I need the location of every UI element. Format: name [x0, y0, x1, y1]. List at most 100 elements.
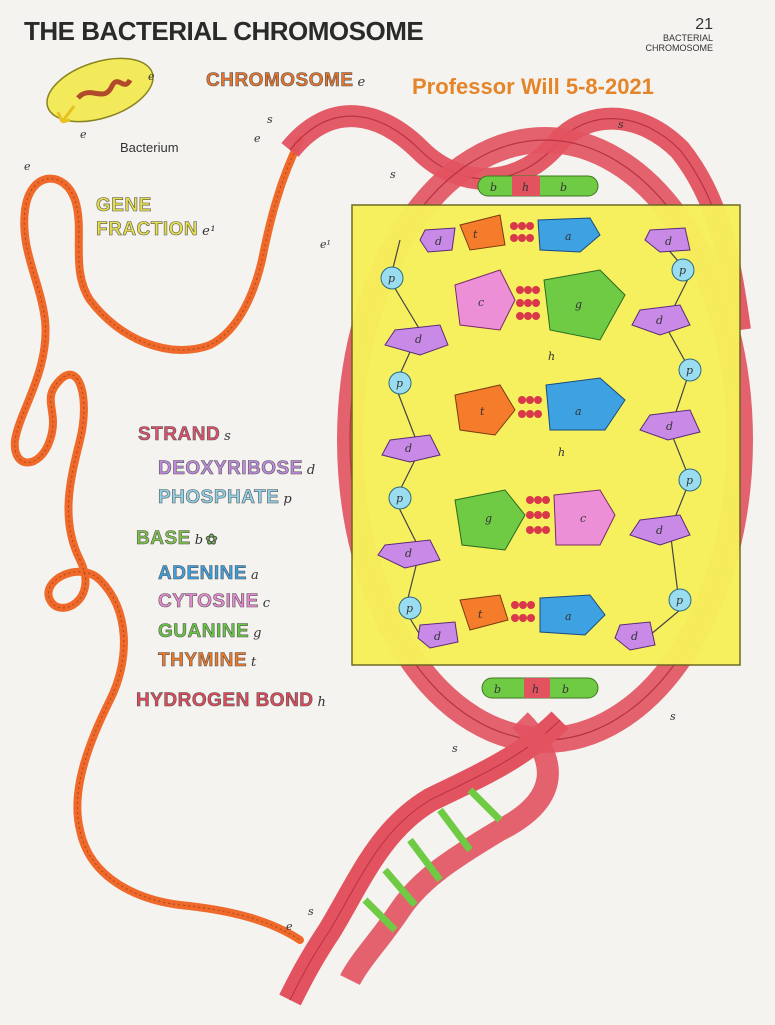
marker-s-lower-right: s	[670, 710, 676, 723]
svg-text:c: c	[580, 512, 586, 525]
label-fraction-line2: FRACTION	[96, 219, 199, 241]
svg-text:d: d	[434, 630, 441, 643]
page-number: 21	[695, 16, 713, 33]
label-guanine-sub: g	[253, 626, 262, 641]
label-guanine-text: GUANINE	[158, 621, 250, 643]
svg-text:d: d	[415, 333, 422, 346]
svg-text:a: a	[565, 610, 572, 623]
svg-text:t: t	[478, 608, 483, 621]
label-phosphate-sub: p	[283, 492, 293, 507]
label-cytosine-sub: c	[262, 596, 271, 611]
strand-lower-2	[340, 712, 559, 986]
marker-s-top: s	[267, 113, 273, 126]
base-pair-bottom: b h b	[481, 677, 599, 699]
svg-text:p: p	[679, 264, 686, 277]
page-title: THE BACTERIAL CHROMOSOME	[24, 16, 424, 46]
label-adenine-text: ADENINE	[158, 563, 248, 585]
label-strand-text: STRAND	[138, 424, 221, 446]
section-label-1: BACTERIAL	[662, 33, 713, 43]
svg-text:p: p	[686, 474, 693, 487]
marker-e-top: e	[254, 132, 261, 145]
label-thymine-text: THYMINE	[158, 650, 247, 672]
svg-text:t: t	[473, 228, 478, 241]
label-thymine-sub: t	[251, 655, 257, 670]
svg-text:b: b	[562, 683, 569, 696]
label-cytosine-text: CYTOSINE	[158, 591, 259, 613]
label-base-text: BASE	[136, 528, 191, 550]
marker-h-1: h	[548, 350, 556, 363]
bacterium-illustration	[46, 57, 154, 124]
phosphates-right: p p p p	[668, 258, 702, 612]
label-chromosome-sub: e	[357, 75, 366, 90]
svg-text:c: c	[478, 296, 484, 309]
svg-text:h: h	[532, 683, 539, 696]
svg-text:p: p	[396, 377, 403, 390]
svg-text:b: b	[494, 683, 501, 696]
svg-text:t: t	[480, 405, 485, 418]
marker-h-2: h	[558, 446, 566, 459]
svg-text:g: g	[485, 512, 492, 525]
svg-text:d: d	[405, 547, 412, 560]
label-hydrogen-bond-text: HYDROGEN BOND	[136, 690, 314, 712]
handwritten-annotation: Professor Will 5-8-2021	[412, 74, 654, 99]
svg-text:b: b	[560, 181, 567, 194]
label-b-top: b	[490, 181, 497, 194]
label-adenine-sub: a	[251, 568, 260, 583]
svg-text:d: d	[435, 235, 442, 248]
pair-cytosine-guanine-1: c g	[454, 269, 626, 341]
label-gene-line1: GENE	[96, 195, 152, 217]
marker-e-bacterium: e	[148, 70, 155, 83]
svg-text:d: d	[665, 235, 672, 248]
svg-text:p: p	[676, 594, 683, 607]
svg-text:h: h	[522, 181, 529, 194]
marker-e-arrow: e	[80, 128, 87, 141]
label-chromosome-text: CHROMOSOME	[206, 70, 354, 92]
svg-text:g: g	[575, 298, 582, 311]
pair-thymine-adenine-3: t a	[459, 594, 606, 636]
svg-text:p: p	[396, 492, 403, 505]
label-deoxyribose-text: DEOXYRIBOSE	[158, 458, 303, 480]
label-deoxyribose-sub: d	[306, 463, 316, 478]
svg-text:a: a	[575, 405, 582, 418]
marker-e1: e¹	[320, 238, 331, 251]
marker-s-lower: s	[452, 742, 458, 755]
label-phosphate-text: PHOSPHATE	[158, 487, 280, 509]
svg-text:p: p	[388, 272, 395, 285]
label-base-sub: b	[194, 533, 204, 548]
marker-s-bottom: s	[308, 905, 314, 918]
deoxyribose-sugars	[377, 227, 701, 651]
pair-thymine-adenine-2: t a	[454, 377, 626, 436]
svg-text:p: p	[686, 364, 693, 377]
label-gene-sub: e¹	[202, 224, 217, 239]
marker-e-bottom: e	[286, 920, 293, 933]
section-label-2: CHROMOSOME	[645, 43, 714, 53]
label-hydrogen-bond-sub: h	[317, 695, 327, 710]
pair-guanine-cytosine: g c	[454, 489, 616, 551]
base-pair-top: b h b	[477, 175, 599, 197]
svg-text:d: d	[405, 442, 412, 455]
marker-s-mid: s	[390, 168, 396, 181]
svg-text:d: d	[656, 314, 663, 327]
label-strand-sub: s	[224, 429, 232, 444]
svg-text:a: a	[565, 230, 572, 243]
phosphates-left: p p p p	[380, 266, 422, 620]
svg-text:d: d	[666, 420, 673, 433]
pair-thymine-adenine-1: t a	[459, 214, 601, 253]
svg-text:d: d	[656, 524, 663, 537]
svg-text:p: p	[406, 602, 413, 615]
star-icon: ✿	[205, 531, 218, 548]
bacterium-label: Bacterium	[120, 140, 179, 155]
marker-e-left: e	[24, 160, 31, 173]
marker-s-right: s	[618, 118, 624, 131]
svg-text:d: d	[631, 630, 638, 643]
